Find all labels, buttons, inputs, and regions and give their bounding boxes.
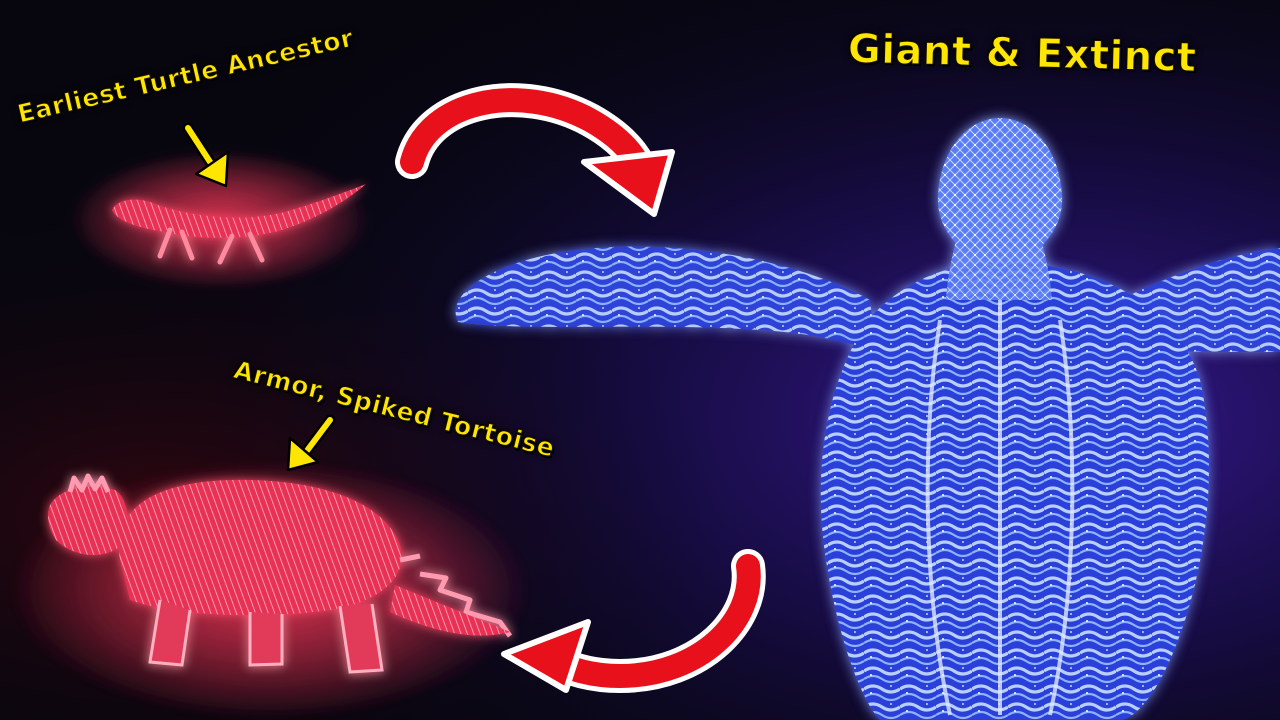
turtle-head — [937, 118, 1063, 264]
giant-turtle-hologram — [455, 118, 1280, 720]
lizard-legs — [157, 227, 265, 265]
spiked-tortoise-hologram — [10, 460, 530, 720]
lizard-body — [112, 184, 366, 238]
turtle-shell-ridges — [925, 300, 1075, 716]
tortoise-spikes — [67, 473, 513, 638]
ancestor-lizard-hologram — [70, 150, 370, 290]
tortoise-legs — [148, 599, 384, 674]
curved-arrow-icon — [501, 549, 766, 694]
tortoise-tail — [390, 585, 510, 636]
arrow-down-right-icon — [182, 122, 230, 188]
giant-extinct-title: Giant & Extinct — [847, 26, 1198, 82]
turtle-shell — [820, 262, 1209, 720]
turtle-left-flipper — [455, 246, 876, 352]
tortoise-shell — [118, 479, 402, 616]
curved-arrow-icon — [395, 83, 675, 217]
tortoise-head — [48, 486, 128, 555]
arrow-down-left-icon — [286, 414, 336, 472]
